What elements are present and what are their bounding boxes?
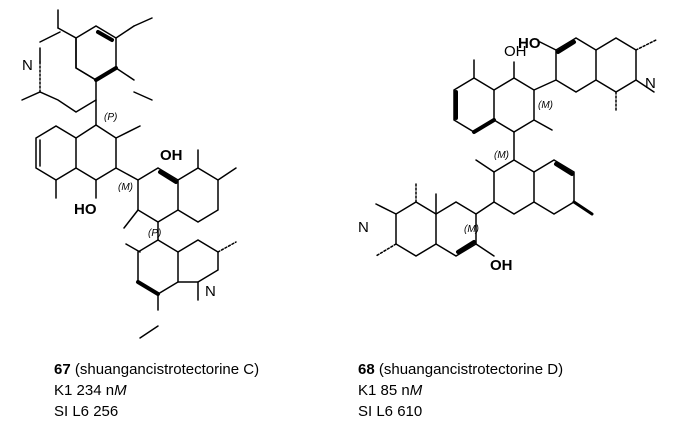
- k1-text-67: K1 234 n: [54, 382, 115, 399]
- hydroxyl-label-68-top: OH: [504, 43, 527, 60]
- caption-67-title: 67 (shuangancistrotectorine C): [54, 359, 259, 380]
- compound-name-67: (shuangancistrotectorine C): [74, 361, 260, 378]
- structure-67: [21, 9, 237, 339]
- nitrogen-label-68-top: N: [645, 75, 656, 92]
- compound-number-67: 67: [54, 361, 71, 378]
- hydroxyl-label-67-top: OH: [160, 147, 183, 164]
- stereo-label-68-m-top: (M): [538, 100, 553, 111]
- hydroxyl-label-68-bottom: OH: [490, 257, 513, 274]
- stereo-label-68-m-bottom: (M): [464, 224, 479, 235]
- k1-activity-67: K1 234 nM: [54, 380, 259, 401]
- k1-activity-68: K1 85 nM: [358, 380, 563, 401]
- stereo-label-67-m: (M): [118, 182, 133, 193]
- hydroxyl-label-67-bottom: HO: [74, 201, 97, 218]
- nitrogen-label-68-bottom: N: [358, 219, 369, 236]
- caption-67: 67 (shuangancistrotectorine C) K1 234 nM…: [54, 359, 259, 422]
- compound-number-68: 68: [358, 361, 375, 378]
- stereo-label-67-p-top: (P): [104, 112, 117, 123]
- caption-68: 68 (shuangancistrotectorine D) K1 85 nM …: [358, 359, 563, 422]
- k1-unit-68: M: [409, 382, 423, 399]
- nitrogen-label-67-top: N: [22, 57, 33, 74]
- structure-68: [375, 37, 657, 257]
- selectivity-index-68: SI L6 610: [358, 403, 423, 420]
- k1-unit-67: M: [114, 382, 127, 399]
- nitrogen-label-67-bottom: N: [205, 283, 216, 300]
- hydroxyl-label-68-top-left: HO: [518, 35, 541, 52]
- caption-68-title: 68 (shuangancistrotectorine D): [358, 359, 563, 380]
- compound-name-68: (shuangancistrotectorine D): [378, 361, 564, 378]
- selectivity-index-67: SI L6 256: [54, 403, 119, 420]
- stereo-label-67-p-bottom: (P): [148, 228, 161, 239]
- stereo-label-68-m-middle: (M): [494, 150, 509, 161]
- k1-text-68: K1 85 n: [358, 382, 410, 399]
